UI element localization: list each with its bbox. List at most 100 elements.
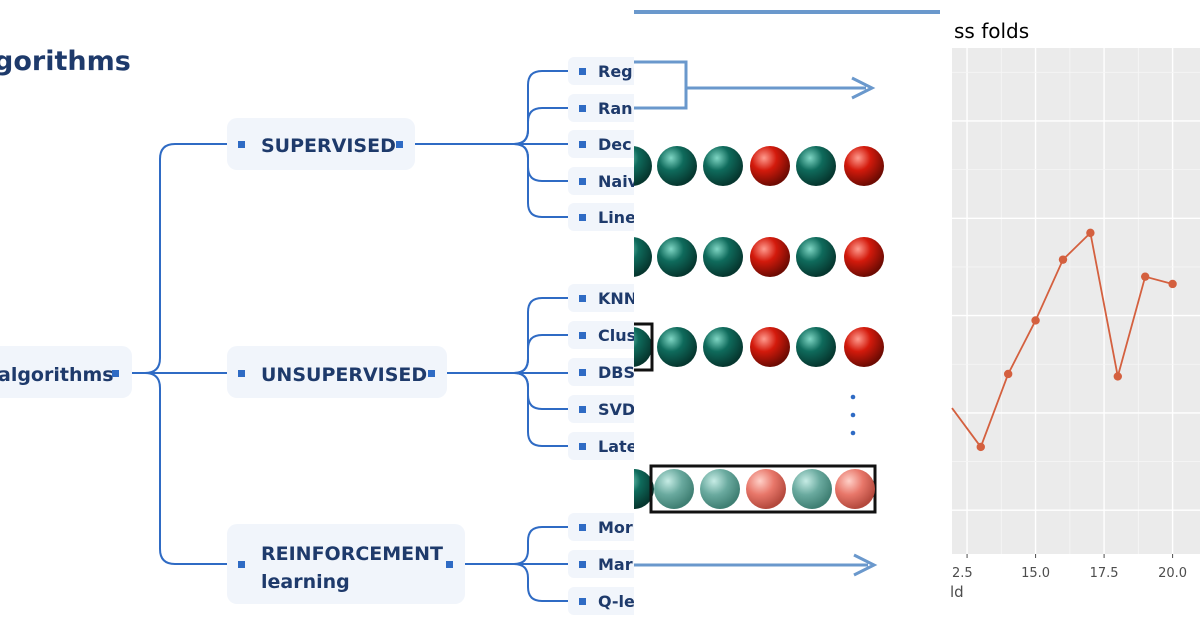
x-tick-label: 20.0 <box>1158 566 1187 581</box>
kfold-diagram <box>634 10 944 630</box>
x-axis-label: ld <box>950 583 964 601</box>
ball-red-faded <box>835 469 875 509</box>
data-point <box>1003 369 1013 379</box>
ball-teal <box>634 146 652 186</box>
leaf-node <box>579 141 586 148</box>
branch-node-right <box>396 141 403 148</box>
branch-label: learning <box>261 571 350 593</box>
leaf-connector <box>435 334 582 374</box>
ball-red <box>750 237 790 277</box>
ball-teal-faded <box>792 469 832 509</box>
leaf-box <box>568 94 634 122</box>
mindmap-nodes: algorithmsSUPERVISEDRegrRanDecNaivLineUN… <box>0 57 634 615</box>
ball-teal <box>657 237 697 277</box>
ellipsis-dot <box>850 430 856 436</box>
ball-teal <box>657 146 697 186</box>
leaf-connector <box>453 563 582 602</box>
x-tick-label: 2.5 <box>952 566 973 581</box>
branch-node-right <box>446 561 453 568</box>
ball-teal <box>703 327 743 367</box>
leaf-node <box>579 214 586 221</box>
ball-teal-faded <box>654 469 694 509</box>
leaf-connector <box>403 143 582 182</box>
leaf-node <box>579 524 586 531</box>
leaf-label: Regr <box>598 62 634 81</box>
leaf-node <box>579 178 586 185</box>
fold-bracket <box>634 60 688 110</box>
mindmap-diagram: gorithms algorithmsSUPERVISEDRegrRanDecN… <box>0 46 634 615</box>
arrow-bottom-head <box>853 553 878 577</box>
data-point <box>1031 316 1040 325</box>
leaf-node <box>579 369 586 376</box>
leaf-node <box>579 332 586 339</box>
connector-line <box>119 143 238 374</box>
data-point <box>976 442 985 452</box>
ellipsis-dot <box>850 412 856 418</box>
ball-red <box>844 327 884 367</box>
arrow-top-head <box>851 76 876 100</box>
leaf-box <box>568 550 634 578</box>
leaf-label: DBS <box>598 363 634 382</box>
leaf-node <box>579 105 586 112</box>
data-point <box>1168 279 1177 289</box>
data-point <box>1140 272 1150 281</box>
leaf-box <box>568 57 634 85</box>
ball-teal-faded <box>700 469 740 509</box>
leaf-node <box>579 598 586 605</box>
root-label: algorithms <box>0 364 114 386</box>
leaf-label: Line <box>598 208 634 227</box>
series-line <box>951 228 1177 452</box>
selection-box-left <box>634 322 654 372</box>
leaf-box <box>568 167 634 195</box>
leaf-node <box>579 295 586 302</box>
branch-node-right <box>428 370 435 377</box>
leaf-label: Q-le <box>598 592 634 611</box>
ball-teal <box>796 327 836 367</box>
plot-panel <box>952 48 1200 554</box>
leaf-box <box>568 203 634 231</box>
x-tick-label: 17.5 <box>1090 566 1119 581</box>
ball-teal <box>634 469 654 509</box>
leaf-label: Clus <box>598 326 634 345</box>
leaf-connector <box>403 107 582 145</box>
leaf-node <box>579 406 586 413</box>
leaf-label: SVD <box>598 400 634 419</box>
leaf-label: Late <box>598 437 634 456</box>
ball-red <box>844 146 884 186</box>
leaf-node <box>579 68 586 75</box>
branch-box <box>227 346 447 398</box>
chart-title: ss folds <box>954 19 1029 43</box>
branch-node-left <box>238 561 245 568</box>
leaf-label: Naiv <box>598 172 634 191</box>
fold-last-row <box>654 469 875 509</box>
grid-lines <box>952 48 1200 554</box>
ball-teal <box>796 237 836 277</box>
leaf-label: Mor <box>598 518 633 537</box>
mindmap-panel: gorithms algorithmsSUPERVISEDRegrRanDecN… <box>0 46 634 615</box>
ball-red <box>750 146 790 186</box>
ball-red <box>750 327 790 367</box>
ball-red-faded <box>746 469 786 509</box>
root-box <box>0 346 132 398</box>
leaf-label: Ran <box>598 99 633 118</box>
root-node <box>112 370 119 377</box>
branch-box <box>227 524 465 604</box>
leaf-box <box>568 130 634 158</box>
leaf-label: Mar <box>598 555 633 574</box>
branch-node-left <box>238 370 245 377</box>
leaf-connector <box>435 372 582 410</box>
data-point <box>1058 255 1068 264</box>
branch-label: REINFORCEMENT <box>261 543 443 565</box>
leaf-label: Dec <box>598 135 632 154</box>
leaf-connector <box>403 143 582 218</box>
ball-red <box>844 237 884 277</box>
leaf-box <box>568 395 634 423</box>
leaf-box <box>568 358 634 386</box>
ball-teal <box>657 327 697 367</box>
kfold-panel <box>634 0 948 630</box>
leaf-node <box>579 443 586 450</box>
data-point <box>1113 372 1122 381</box>
